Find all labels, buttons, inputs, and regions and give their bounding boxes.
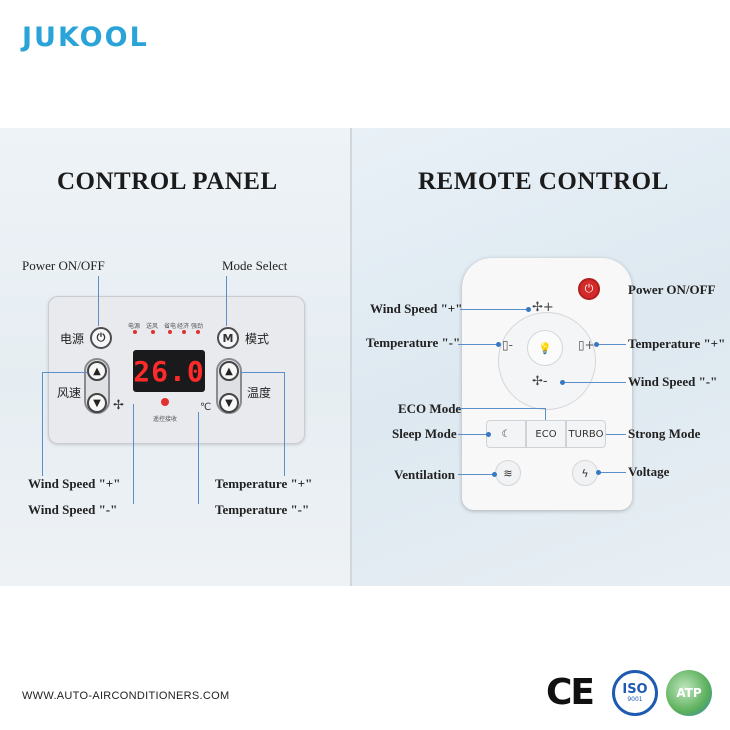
callout-temp-minus-label: Temperature "-" — [215, 502, 310, 517]
remote-ventilation-button[interactable]: ≋ — [495, 460, 521, 486]
panel-power-button[interactable]: ⏻ — [90, 327, 112, 349]
callout-dot — [496, 342, 501, 347]
indicator-label: 强劲 — [191, 323, 204, 330]
remote-callout-temp-minus: Temperature "-" — [366, 335, 461, 350]
iso-sub-text: 9001 — [627, 696, 643, 703]
remote-power-button[interactable]: ⏻ — [578, 278, 600, 300]
callout-line — [606, 434, 626, 435]
callout-mode-label: Mode Select — [222, 258, 288, 273]
power-icon: ⏻ — [96, 331, 106, 344]
callout-line — [198, 412, 199, 504]
indicator-label: 送风 — [146, 323, 159, 330]
remote-callout-temp-plus: Temperature "+" — [628, 336, 726, 351]
power-icon: ⏻ — [584, 282, 594, 295]
callout-line — [596, 344, 626, 345]
chevron-down-icon: ▼ — [93, 397, 101, 409]
atp-badge: ATP — [666, 670, 712, 716]
remote-turbo-button[interactable]: TURBO — [566, 420, 606, 448]
callout-dot — [560, 380, 565, 385]
moon-icon: ☾ — [501, 428, 511, 440]
iso-text: ISO — [622, 682, 648, 697]
brand-logo: JUKOOL — [22, 22, 149, 53]
indicator-label: 经济 — [177, 323, 190, 330]
indicator-label: 省电 — [164, 323, 177, 330]
remote-control-heading: REMOTE CONTROL — [418, 168, 669, 195]
indicator-led — [151, 330, 155, 334]
chevron-up-icon: ▲ — [93, 365, 101, 377]
remote-callout-strong: Strong Mode — [628, 426, 701, 441]
chevron-up-icon: ▲ — [225, 365, 233, 377]
callout-wind-plus-label: Wind Speed "+" — [28, 476, 121, 491]
panel-temp-text: 温度 — [247, 386, 272, 400]
remote-callout-power: Power ON/OFF — [628, 282, 716, 297]
temp-down-button[interactable]: ▼ — [219, 393, 239, 413]
callout-line — [284, 372, 285, 476]
remote-callout-wind-plus: Wind Speed "+" — [370, 301, 463, 316]
indicator-led — [196, 330, 200, 334]
panel-wind-text: 风速 — [57, 386, 82, 400]
callout-line — [458, 434, 488, 435]
callout-power-label: Power ON/OFF — [22, 258, 105, 273]
callout-dot — [594, 342, 599, 347]
remote-callout-ventilation: Ventilation — [394, 467, 455, 482]
remote-sleep-button[interactable]: ☾ — [486, 420, 526, 448]
fan-plus-icon[interactable]: ✢+ — [532, 300, 554, 315]
callout-dot — [526, 307, 531, 312]
callout-line — [240, 372, 284, 373]
indicator-led — [182, 330, 186, 334]
fan-minus-icon[interactable]: ✢- — [532, 374, 548, 389]
callout-line — [460, 309, 528, 310]
iso-badge: ISO 9001 — [612, 670, 658, 716]
callout-line — [98, 276, 99, 326]
thermometer-minus-icon[interactable]: ▯- — [502, 338, 513, 352]
wind-down-button[interactable]: ▼ — [87, 393, 107, 413]
callout-line — [458, 408, 546, 409]
remote-voltage-button[interactable]: ϟ — [572, 460, 598, 486]
callout-line — [133, 404, 134, 504]
callout-line — [562, 382, 626, 383]
remote-eco-button[interactable]: ECO — [526, 420, 566, 448]
light-bulb-icon: 💡 — [538, 341, 552, 355]
callout-dot — [596, 470, 601, 475]
callout-dot — [486, 432, 491, 437]
celsius-icon: ℃ — [200, 402, 212, 413]
lightning-icon: ϟ — [581, 466, 589, 480]
callout-line — [42, 372, 87, 373]
callout-line — [42, 372, 43, 476]
callout-line — [545, 408, 546, 420]
callout-line — [458, 344, 498, 345]
callout-line — [226, 276, 227, 326]
temperature-display: 26.0 — [133, 350, 205, 392]
remote-callout-sleep: Sleep Mode — [392, 426, 457, 441]
indicator-label: 电源 — [128, 323, 141, 330]
indicator-led — [168, 330, 172, 334]
remote-center-button[interactable]: 💡 — [527, 330, 563, 366]
callout-line — [458, 474, 494, 475]
panel-mode-button[interactable]: M — [217, 327, 239, 349]
remote-callout-eco: ECO Mode — [398, 401, 462, 416]
callout-line — [598, 472, 626, 473]
ce-mark: CE — [546, 672, 595, 713]
callout-wind-minus-label: Wind Speed "-" — [28, 502, 118, 517]
receiver-label: 遥控接收 — [153, 416, 178, 423]
chevron-down-icon: ▼ — [225, 397, 233, 409]
indicator-led — [133, 330, 137, 334]
panel-mode-text: 模式 — [245, 332, 270, 346]
control-panel-heading: CONTROL PANEL — [57, 168, 278, 195]
wind-up-button[interactable]: ▲ — [87, 361, 107, 381]
thermometer-plus-icon[interactable]: ▯+ — [578, 338, 595, 352]
ventilation-icon: ≋ — [503, 466, 513, 480]
receiver-led — [161, 398, 169, 406]
footer-website: WWW.AUTO-AIRCONDITIONERS.COM — [22, 690, 230, 702]
remote-callout-voltage: Voltage — [628, 464, 670, 479]
remote-callout-wind-minus: Wind Speed "-" — [628, 374, 718, 389]
fan-icon: ✢ — [113, 398, 124, 413]
temp-up-button[interactable]: ▲ — [219, 361, 239, 381]
callout-dot — [492, 472, 497, 477]
callout-temp-plus-label: Temperature "+" — [215, 476, 313, 491]
panel-power-text: 电源 — [60, 332, 85, 346]
